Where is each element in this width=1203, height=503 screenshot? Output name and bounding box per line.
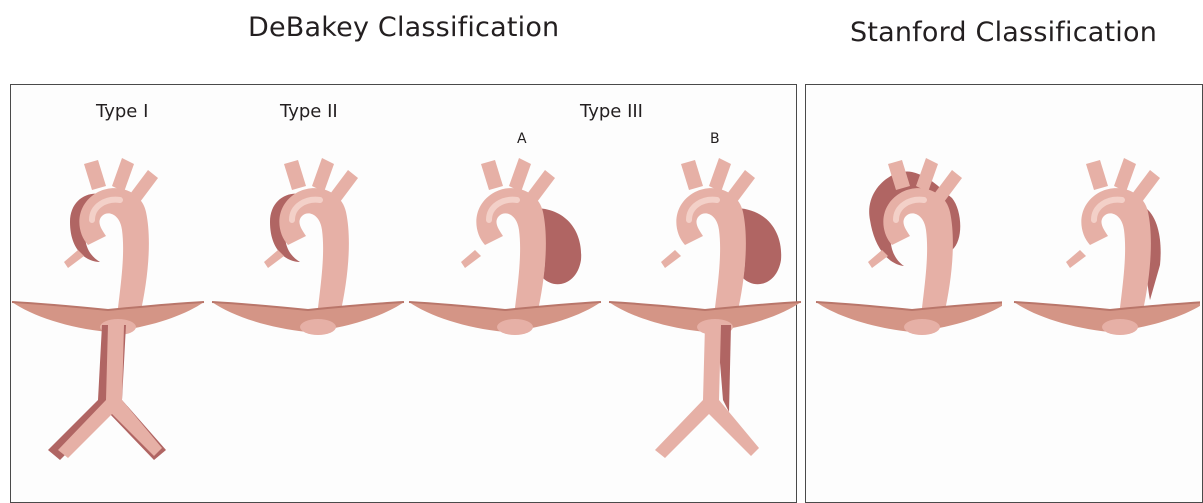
branch-vessel	[681, 160, 703, 190]
branch-vessel	[84, 160, 106, 190]
type-i-label: Type I	[96, 101, 148, 122]
type-ii-label: Type II	[280, 101, 338, 122]
branch-vessel	[661, 250, 681, 268]
abdominal-aorta	[655, 325, 759, 458]
aorta-type-iiia	[405, 150, 605, 480]
aortic-hiatus	[904, 319, 940, 335]
aorta-type-ii	[208, 150, 408, 480]
branch-vessel	[509, 158, 531, 192]
aorta-stanford-a	[812, 150, 1002, 350]
branch-vessel	[284, 160, 306, 190]
branch-vessel	[112, 158, 134, 192]
aortic-hiatus	[1102, 319, 1138, 335]
branch-vessel	[461, 250, 481, 268]
abdominal-aorta	[58, 325, 162, 458]
branch-vessel	[1114, 158, 1136, 192]
branch-vessel	[481, 160, 503, 190]
branch-vessel	[312, 158, 334, 192]
branch-vessel	[1086, 160, 1108, 190]
type-iii-b-label: B	[710, 131, 720, 147]
aorta-stanford-b	[1010, 150, 1200, 350]
aortic-hiatus	[300, 319, 336, 335]
type-iii-label: Type III	[580, 101, 643, 122]
branch-vessel	[1066, 250, 1086, 268]
aorta-type-iiib	[605, 150, 805, 480]
type-iii-a-label: A	[517, 131, 527, 147]
stanford-heading: Stanford Classification	[850, 17, 1157, 48]
aortic-hiatus	[497, 319, 533, 335]
debakey-heading: DeBakey Classification	[248, 12, 559, 43]
branch-vessel	[709, 158, 731, 192]
aorta-type-i	[8, 150, 208, 480]
